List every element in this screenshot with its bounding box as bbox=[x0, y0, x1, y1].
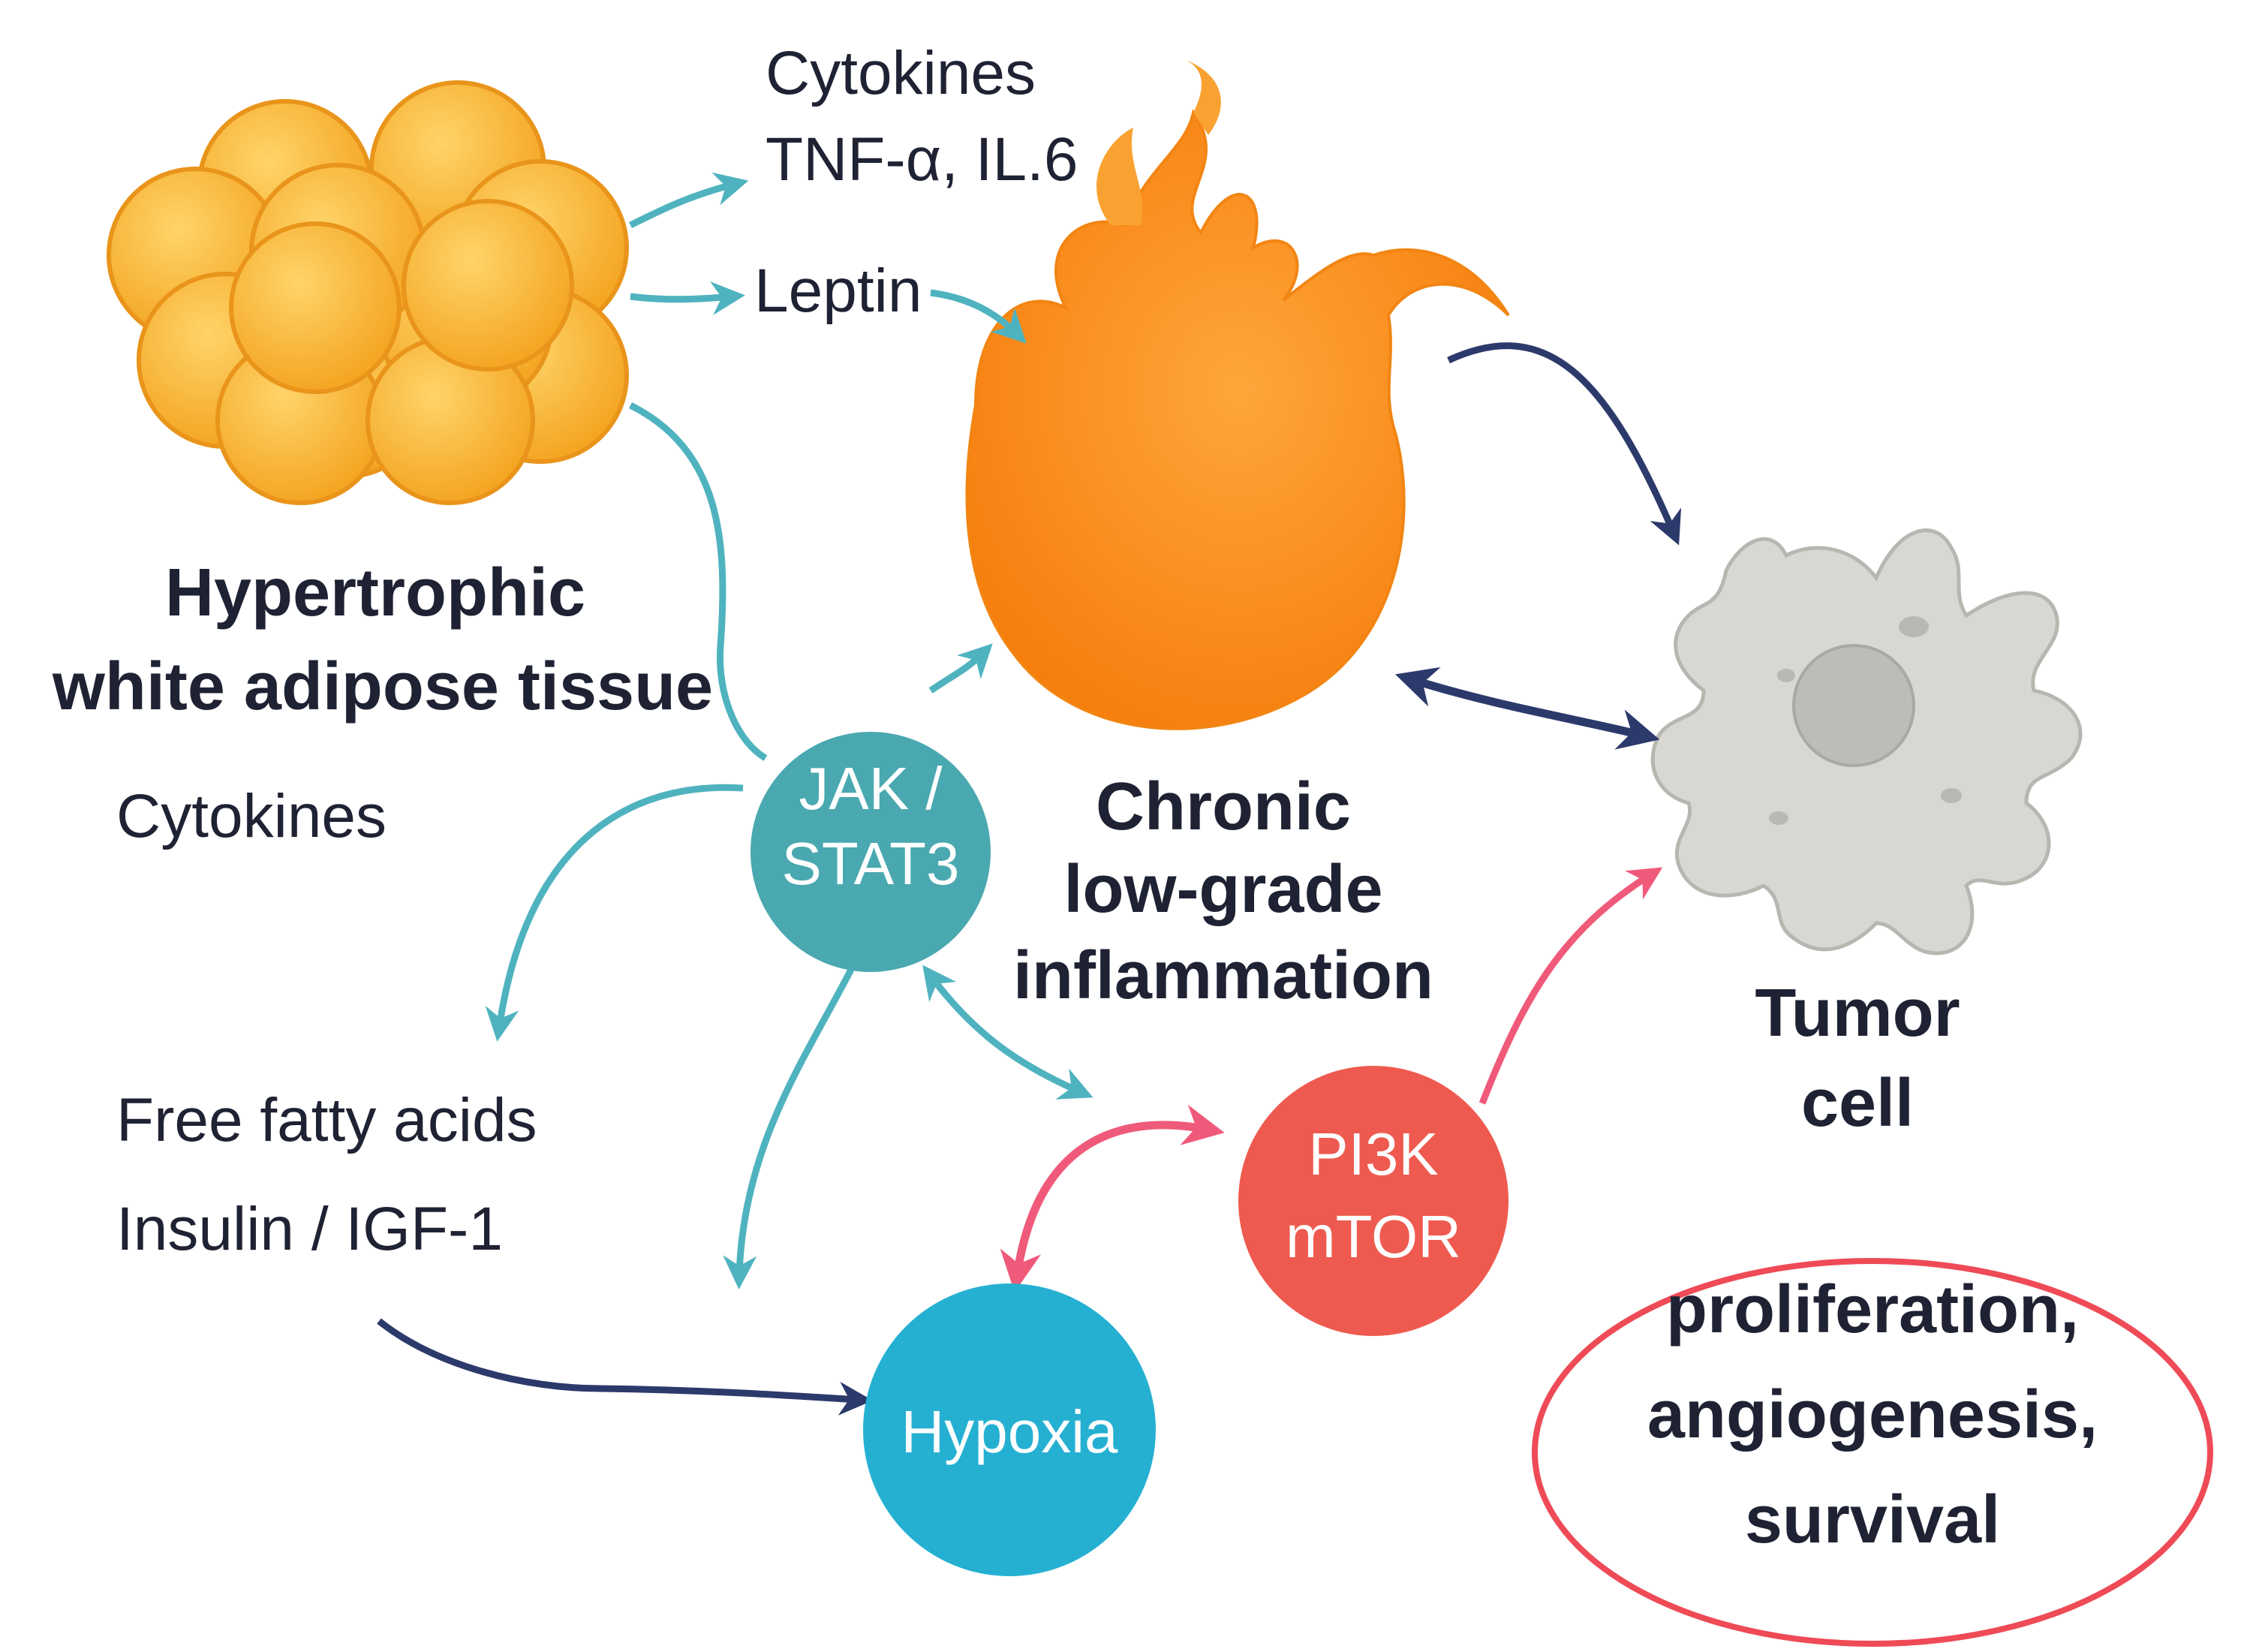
stat3-line: STAT3 bbox=[781, 830, 959, 897]
arrow-adipose-to-cytokines bbox=[628, 172, 749, 229]
arrow-pi3k-hypoxia-bidirectional bbox=[1000, 1104, 1225, 1292]
outcome-line-1: proliferation, bbox=[1666, 1272, 2079, 1347]
cytokines-top-label: Cytokines bbox=[766, 39, 1036, 107]
insulin-igf1-label: Insulin / IGF-1 bbox=[116, 1195, 503, 1263]
tumor-cell-icon bbox=[1650, 528, 2083, 955]
mtor-line: mTOR bbox=[1286, 1203, 1461, 1270]
arrow-adipose-to-leptin bbox=[630, 281, 745, 315]
pi3k-line: PI3K bbox=[1308, 1121, 1438, 1187]
arrow-pi3k-to-tumor bbox=[1478, 867, 1663, 1105]
arrow-jak-to-ffa bbox=[485, 784, 744, 1042]
arrow-flame-to-tumor bbox=[1447, 342, 1682, 546]
inflammation-title-line-2: low-grade bbox=[1063, 852, 1382, 927]
arrow-inflammation-tumor-bidirectional bbox=[1395, 667, 1660, 750]
jak-line: JAK / bbox=[799, 755, 943, 822]
jak-stat3-node: JAK / STAT3 bbox=[751, 732, 991, 972]
arrow-insulin-to-hypoxia bbox=[377, 1318, 873, 1416]
outcome-ellipse: proliferation, angiogenesis, survival bbox=[1532, 1258, 2213, 1647]
arrow-adipose-to-jak bbox=[628, 402, 768, 761]
tumor-title-line-2: cell bbox=[1801, 1066, 1914, 1141]
pi3k-mtor-node: PI3K mTOR bbox=[1238, 1066, 1509, 1336]
tumor-title-line-1: Tumor bbox=[1755, 976, 1960, 1051]
arrow-jak-pi3k-bidirectional bbox=[922, 964, 1093, 1100]
arrow-jak-to-inflammation bbox=[928, 643, 993, 694]
leptin-label: Leptin bbox=[754, 257, 922, 325]
free-fatty-acids-label: Free fatty acids bbox=[116, 1086, 537, 1154]
tnf-il6-label: TNF-α, IL.6 bbox=[766, 125, 1078, 194]
cytokines-left-label: Cytokines bbox=[116, 782, 387, 850]
arrow-leptin-to-inflammation bbox=[930, 289, 1027, 344]
hypoxia-node: Hypoxia bbox=[863, 1283, 1156, 1576]
flame-icon bbox=[965, 60, 1510, 730]
inflammation-title-line-1: Chronic bbox=[1096, 769, 1351, 844]
adipose-title-line-2: white adipose tissue bbox=[52, 649, 713, 724]
inflammation-title-line-3: inflammation bbox=[1013, 938, 1433, 1013]
hypoxia-label: Hypoxia bbox=[901, 1398, 1118, 1465]
fat-cells-icon bbox=[107, 80, 629, 505]
outcome-line-3: survival bbox=[1745, 1482, 2000, 1557]
adipose-title-line-1: Hypertrophic bbox=[165, 555, 585, 630]
outcome-line-2: angiogenesis, bbox=[1647, 1377, 2098, 1452]
arrow-jak-to-hypoxia bbox=[723, 958, 859, 1289]
